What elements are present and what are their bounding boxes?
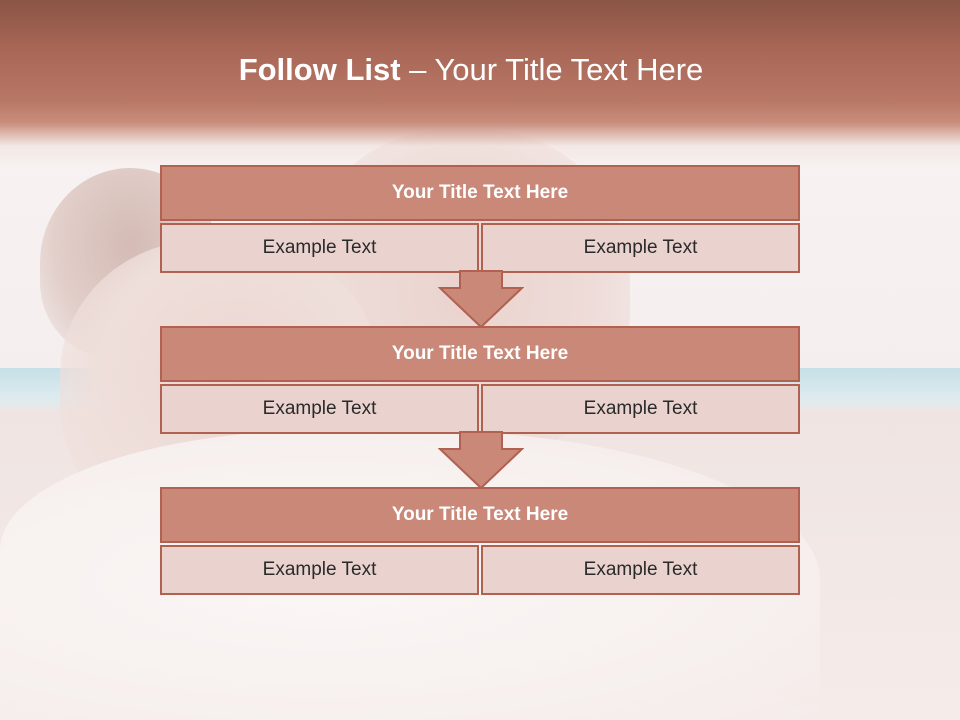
step-block-3: Your Title Text Here Example Text Exampl… <box>160 487 800 595</box>
step-block-1: Your Title Text Here Example Text Exampl… <box>160 165 800 273</box>
header-band <box>0 0 960 170</box>
step-block-2: Your Title Text Here Example Text Exampl… <box>160 326 800 434</box>
step-row: Example Text Example Text <box>160 223 800 273</box>
slide-title: Follow List – Your Title Text Here <box>0 52 942 88</box>
step-cell-left: Example Text <box>160 384 479 434</box>
step-cell-right: Example Text <box>481 384 800 434</box>
step-title: Your Title Text Here <box>160 326 800 382</box>
down-arrow-icon <box>438 431 524 489</box>
step-cell-right: Example Text <box>481 223 800 273</box>
slide-title-rest: – Your Title Text Here <box>400 52 704 87</box>
step-title: Your Title Text Here <box>160 165 800 221</box>
step-row: Example Text Example Text <box>160 545 800 595</box>
step-cell-left: Example Text <box>160 223 479 273</box>
step-cell-right: Example Text <box>481 545 800 595</box>
step-cell-left: Example Text <box>160 545 479 595</box>
slide-title-bold: Follow List <box>238 52 401 87</box>
down-arrow-icon <box>438 270 524 328</box>
step-row: Example Text Example Text <box>160 384 800 434</box>
step-title: Your Title Text Here <box>160 487 800 543</box>
